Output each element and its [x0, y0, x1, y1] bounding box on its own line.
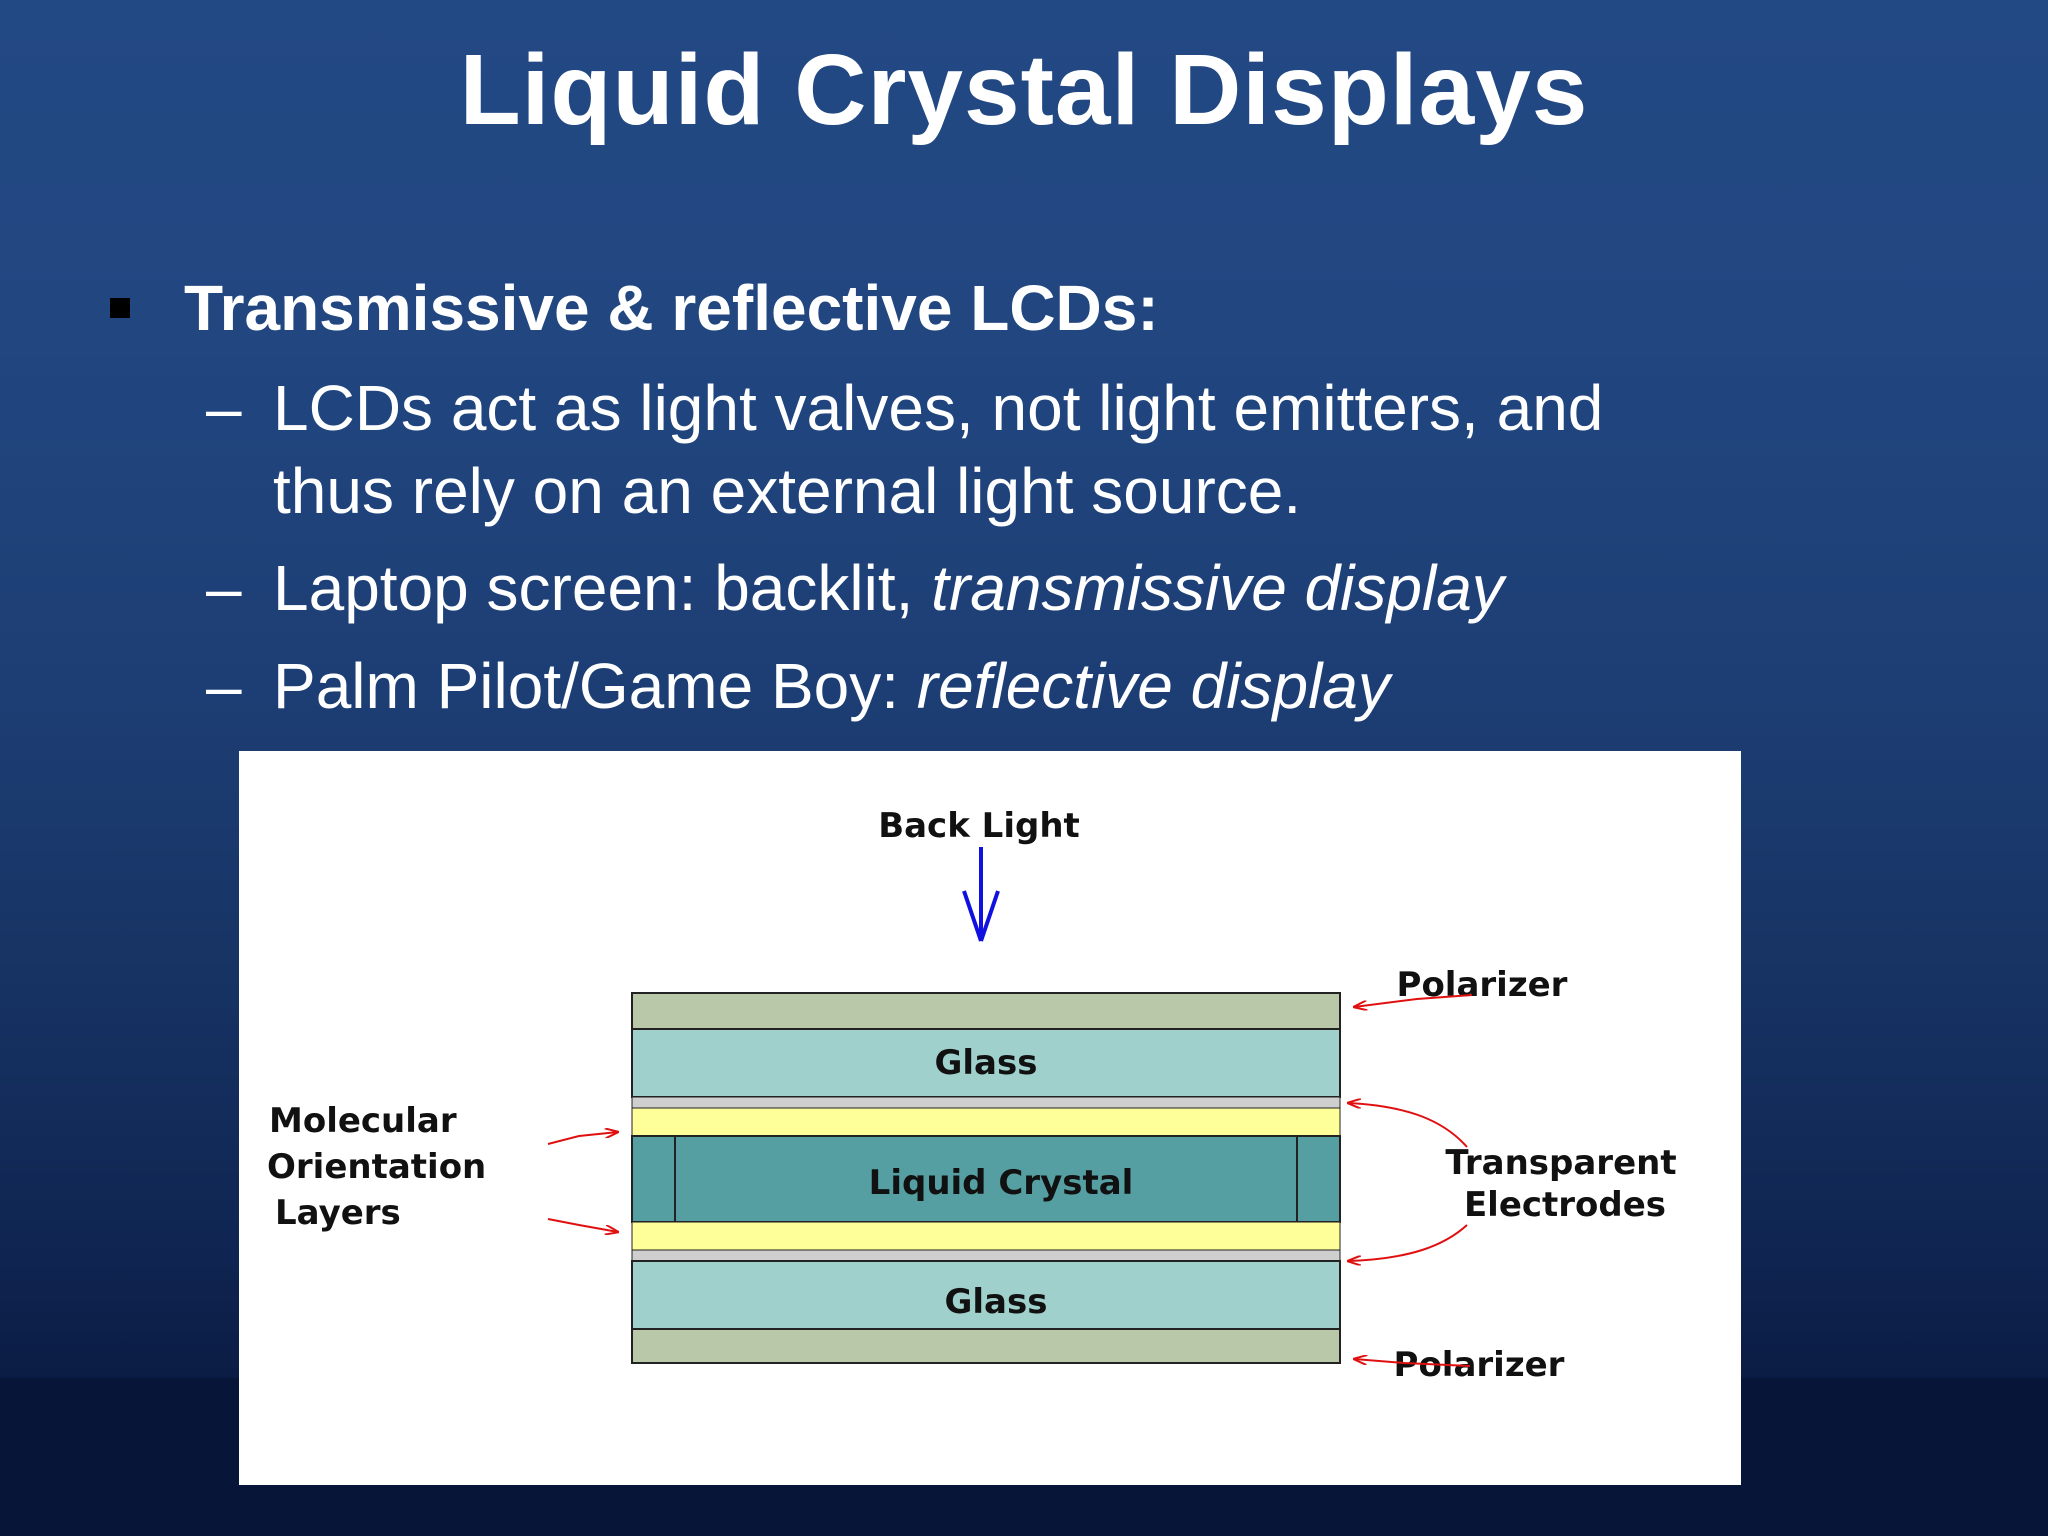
- back-light-arrow-icon: [962, 847, 1000, 942]
- orientation-bottom-arrow-icon: [547, 1218, 618, 1232]
- transparent-electrodes-label-2: Electrodes: [1464, 1185, 1666, 1225]
- square-bullet-icon: [110, 298, 130, 318]
- polarizer-top-arrow-icon: [1354, 994, 1473, 1007]
- electrode-bottom-layer: [631, 1249, 1341, 1262]
- sub-bullet-3-text: Palm Pilot/Game Boy: reflective display: [273, 645, 1390, 728]
- main-bullet-text: Transmissive & reflective LCDs:: [184, 272, 1159, 344]
- electrode-top-arrow-icon: [1348, 1103, 1468, 1148]
- dash-bullet: –: [206, 372, 242, 444]
- glass-bottom-label: Glass: [945, 1282, 1048, 1322]
- transparent-electrodes-label-1: Transparent: [1445, 1143, 1676, 1183]
- polarizer-bottom-layer: [631, 1328, 1341, 1364]
- liquid-crystal-layer: [631, 1135, 1341, 1223]
- lcd-layer-diagram: Back Light Glass Liquid Crystal Glass Po…: [267, 806, 1677, 1385]
- back-light-label: Back Light: [878, 806, 1080, 846]
- lcd-diagram: Back Light Glass Liquid Crystal Glass Po…: [239, 751, 1741, 1485]
- electrode-bottom-arrow-icon: [1348, 1224, 1468, 1261]
- molecular-label-3: Layers: [275, 1193, 401, 1233]
- sub-bullet-3-italic: reflective display: [916, 650, 1390, 722]
- sub-bullet-2-italic: transmissive display: [931, 552, 1504, 624]
- liquid-crystal-label: Liquid Crystal: [869, 1163, 1134, 1203]
- electrode-top-layer: [631, 1096, 1341, 1109]
- polarizer-bottom-label: Polarizer: [1394, 1345, 1565, 1385]
- polarizer-top-layer: [631, 992, 1341, 1030]
- sub-bullet-1-line-2: thus rely on an external light source.: [273, 455, 1302, 527]
- molecular-label-2: Orientation: [267, 1147, 486, 1187]
- glass-top-layer: [631, 1028, 1341, 1098]
- sub-bullet-1-line-1: LCDs act as light valves, not light emit…: [273, 372, 1604, 444]
- polarizer-bottom-arrow-icon: [1354, 1359, 1471, 1367]
- sub-bullet-2-text: Laptop screen: backlit, transmissive dis…: [273, 547, 1504, 630]
- glass-top-label: Glass: [935, 1043, 1038, 1083]
- dash-bullet: –: [206, 552, 242, 624]
- orientation-top-arrow-icon: [547, 1132, 618, 1145]
- sub-bullet-3-plain: Palm Pilot/Game Boy:: [273, 650, 917, 722]
- orientation-top-layer: [631, 1107, 1341, 1137]
- orientation-bottom-layer: [631, 1221, 1341, 1251]
- molecular-label-1: Molecular: [269, 1101, 457, 1141]
- sub-bullet-2-plain: Laptop screen: backlit,: [273, 552, 932, 624]
- slide-title: Liquid Crystal Displays: [459, 34, 1589, 146]
- dash-bullet: –: [206, 650, 242, 722]
